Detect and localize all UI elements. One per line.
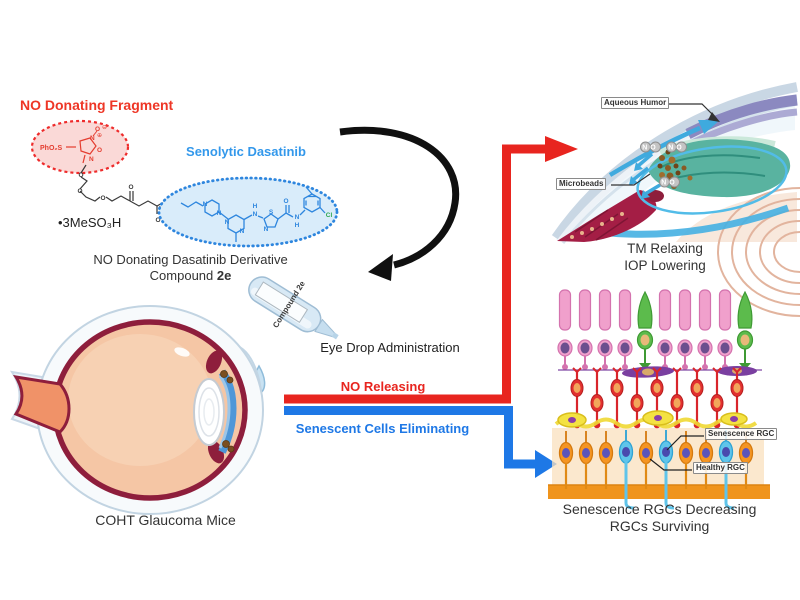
tm-caption: TM Relaxing IOP Lowering bbox=[570, 240, 760, 274]
svg-text:N: N bbox=[217, 210, 222, 217]
svg-text:NO: NO bbox=[642, 145, 659, 152]
tm-anatomy-panel: NO NO NO bbox=[551, 82, 800, 317]
senescence-rgc-label: Senescence RGC bbox=[705, 428, 778, 440]
compound-caption: NO Donating Dasatinib Derivative Compoun… bbox=[88, 252, 293, 284]
svg-text:O: O bbox=[97, 147, 102, 154]
svg-text:N: N bbox=[90, 135, 95, 142]
svg-text:O: O bbox=[155, 217, 160, 224]
svg-text:H: H bbox=[253, 203, 258, 210]
sulfonyl-label: PhO₂S bbox=[40, 145, 63, 152]
retina-caption: Senescence RGCs Decreasing RGCs Survivin… bbox=[552, 501, 767, 535]
no-badge-3: NO bbox=[659, 176, 680, 188]
svg-text:Cl: Cl bbox=[326, 212, 333, 219]
svg-text:N: N bbox=[264, 226, 269, 233]
curved-arrow bbox=[339, 126, 460, 281]
glaucoma-mice-caption: COHT Glaucoma Mice bbox=[95, 512, 236, 528]
svg-text:O: O bbox=[100, 195, 105, 202]
no-donating-fragment-label: NO Donating Fragment bbox=[20, 97, 174, 113]
svg-text:NO: NO bbox=[661, 180, 678, 187]
svg-text:⊕: ⊕ bbox=[97, 133, 102, 139]
tm-caption-line1: TM Relaxing bbox=[627, 241, 703, 256]
svg-text:H: H bbox=[295, 222, 300, 229]
svg-text:N: N bbox=[253, 211, 258, 218]
compound-id: 2e bbox=[216, 268, 232, 283]
retina-caption-line1: Senescence RGCs Decreasing bbox=[562, 501, 757, 517]
compound-caption-line2: Compound 2e bbox=[149, 268, 232, 283]
eye-drop-bottle bbox=[248, 276, 339, 340]
eyeball-illustration bbox=[9, 305, 264, 515]
senescence-pathway-arrow bbox=[284, 406, 557, 478]
svg-text:N: N bbox=[240, 228, 245, 235]
svg-text:N: N bbox=[295, 214, 300, 221]
no-pathway-arrow bbox=[284, 136, 578, 404]
aqueous-humor-label: Aqueous Humor bbox=[601, 97, 670, 109]
microbeads-label: Microbeads bbox=[556, 178, 607, 190]
senescent-cells-label: Senescent Cells Eliminating bbox=[295, 421, 470, 436]
mesylate-salt-label: •3MeSO₃H bbox=[58, 215, 122, 230]
senolytic-dasatinib-label: Senolytic Dasatinib bbox=[186, 144, 306, 159]
eye-drop-administration-label: Eye Drop Administration bbox=[320, 340, 460, 355]
svg-text:O: O bbox=[95, 126, 100, 133]
svg-text:O: O bbox=[128, 184, 133, 191]
svg-text:N: N bbox=[203, 201, 208, 208]
svg-text:N: N bbox=[225, 219, 230, 226]
svg-text:O: O bbox=[77, 188, 82, 195]
retina-caption-line2: RGCs Surviving bbox=[609, 518, 710, 534]
svg-text:S: S bbox=[269, 209, 274, 216]
tm-caption-line2: IOP Lowering bbox=[624, 258, 706, 273]
no-badge-2: NO bbox=[666, 141, 687, 153]
svg-text:N: N bbox=[89, 156, 94, 163]
no-releasing-label: NO Releasing bbox=[340, 379, 426, 394]
svg-text:O: O bbox=[283, 198, 288, 205]
retina-panel bbox=[548, 289, 770, 510]
dasatinib-structure: N N N N H N S N O N H Cl bbox=[157, 176, 339, 248]
no-badge-1: NO bbox=[640, 141, 661, 153]
svg-text:NO: NO bbox=[668, 145, 685, 152]
svg-text:⊖: ⊖ bbox=[102, 125, 107, 131]
svg-text:O: O bbox=[78, 172, 83, 179]
compound-caption-line1: NO Donating Dasatinib Derivative bbox=[93, 252, 288, 267]
healthy-rgc-label: Healthy RGC bbox=[693, 462, 748, 474]
no-fragment-structure: PhO₂S N ⊕ O ⊖ O N bbox=[30, 119, 130, 175]
